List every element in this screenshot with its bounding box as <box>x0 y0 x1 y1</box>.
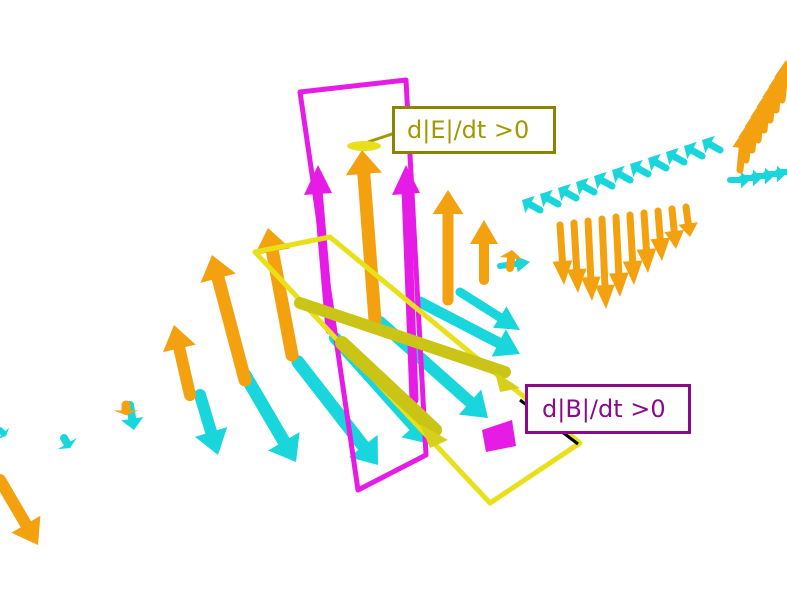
e-field-label-text: d|E|/dt >0 <box>407 116 530 144</box>
orange-arrow-icon <box>345 150 382 327</box>
orange-arrow-icon <box>774 60 787 104</box>
cyan-arrow-icon <box>648 153 670 172</box>
cyan-arrow-icon <box>291 355 378 465</box>
cyan-arrow-icon <box>238 368 300 462</box>
cyan-arrow-icon <box>612 165 634 184</box>
cyan-arrow-icon <box>684 141 706 160</box>
orange-arrow-icon <box>609 213 629 297</box>
cyan-arrow-icon <box>194 389 228 455</box>
e-field-loop <box>297 77 429 493</box>
cyan-arrow-icon <box>666 147 688 166</box>
cyan-arrow-icon <box>576 177 598 196</box>
cyan-arrow-icon <box>57 434 77 450</box>
b-loop-arrows <box>294 297 520 448</box>
orange-arrow-icon <box>552 221 573 285</box>
orange-arrow-icon <box>470 220 498 285</box>
b-marker <box>482 420 516 452</box>
orange-arrow-icon <box>581 217 601 301</box>
orange-arrow-icon <box>650 207 670 261</box>
orange-arrow-icon <box>113 400 139 415</box>
cyan-arrow-icon <box>630 159 652 178</box>
b-field-loop <box>252 234 583 506</box>
orange-arrow-icon <box>664 205 684 249</box>
cyan-arrow-icon <box>775 169 787 175</box>
orange-arrow-icon <box>162 325 196 401</box>
e-marker <box>347 141 381 151</box>
orange-arrow-icon <box>678 203 698 237</box>
cyan-arrow-icon <box>522 195 544 214</box>
orange-arrow-icon <box>595 215 615 309</box>
b-field-label: d|B|/dt >0 <box>525 384 691 434</box>
cyan-arrow-icon <box>594 171 616 190</box>
orange-arrow-icon <box>499 250 523 272</box>
e-field-label: d|E|/dt >0 <box>392 106 556 154</box>
orange-arrow-icon <box>622 211 643 285</box>
orange-arrow-icon <box>636 209 657 273</box>
orange-arrow-icon <box>566 219 587 293</box>
cyan-arrow-icon <box>558 183 580 202</box>
b-field-label-text: d|B|/dt >0 <box>542 395 666 423</box>
cyan-arrow-icon <box>414 296 520 357</box>
orange-arrow-icon <box>432 190 464 306</box>
orange-arrow-icon <box>0 474 41 545</box>
cyan-arrow-icon <box>702 135 724 154</box>
cyan-arrow-icon <box>455 287 520 330</box>
cyan-arrow-icon <box>0 427 10 439</box>
orange-arrow-icon <box>200 255 252 387</box>
cyan-arrow-icon <box>540 189 562 208</box>
